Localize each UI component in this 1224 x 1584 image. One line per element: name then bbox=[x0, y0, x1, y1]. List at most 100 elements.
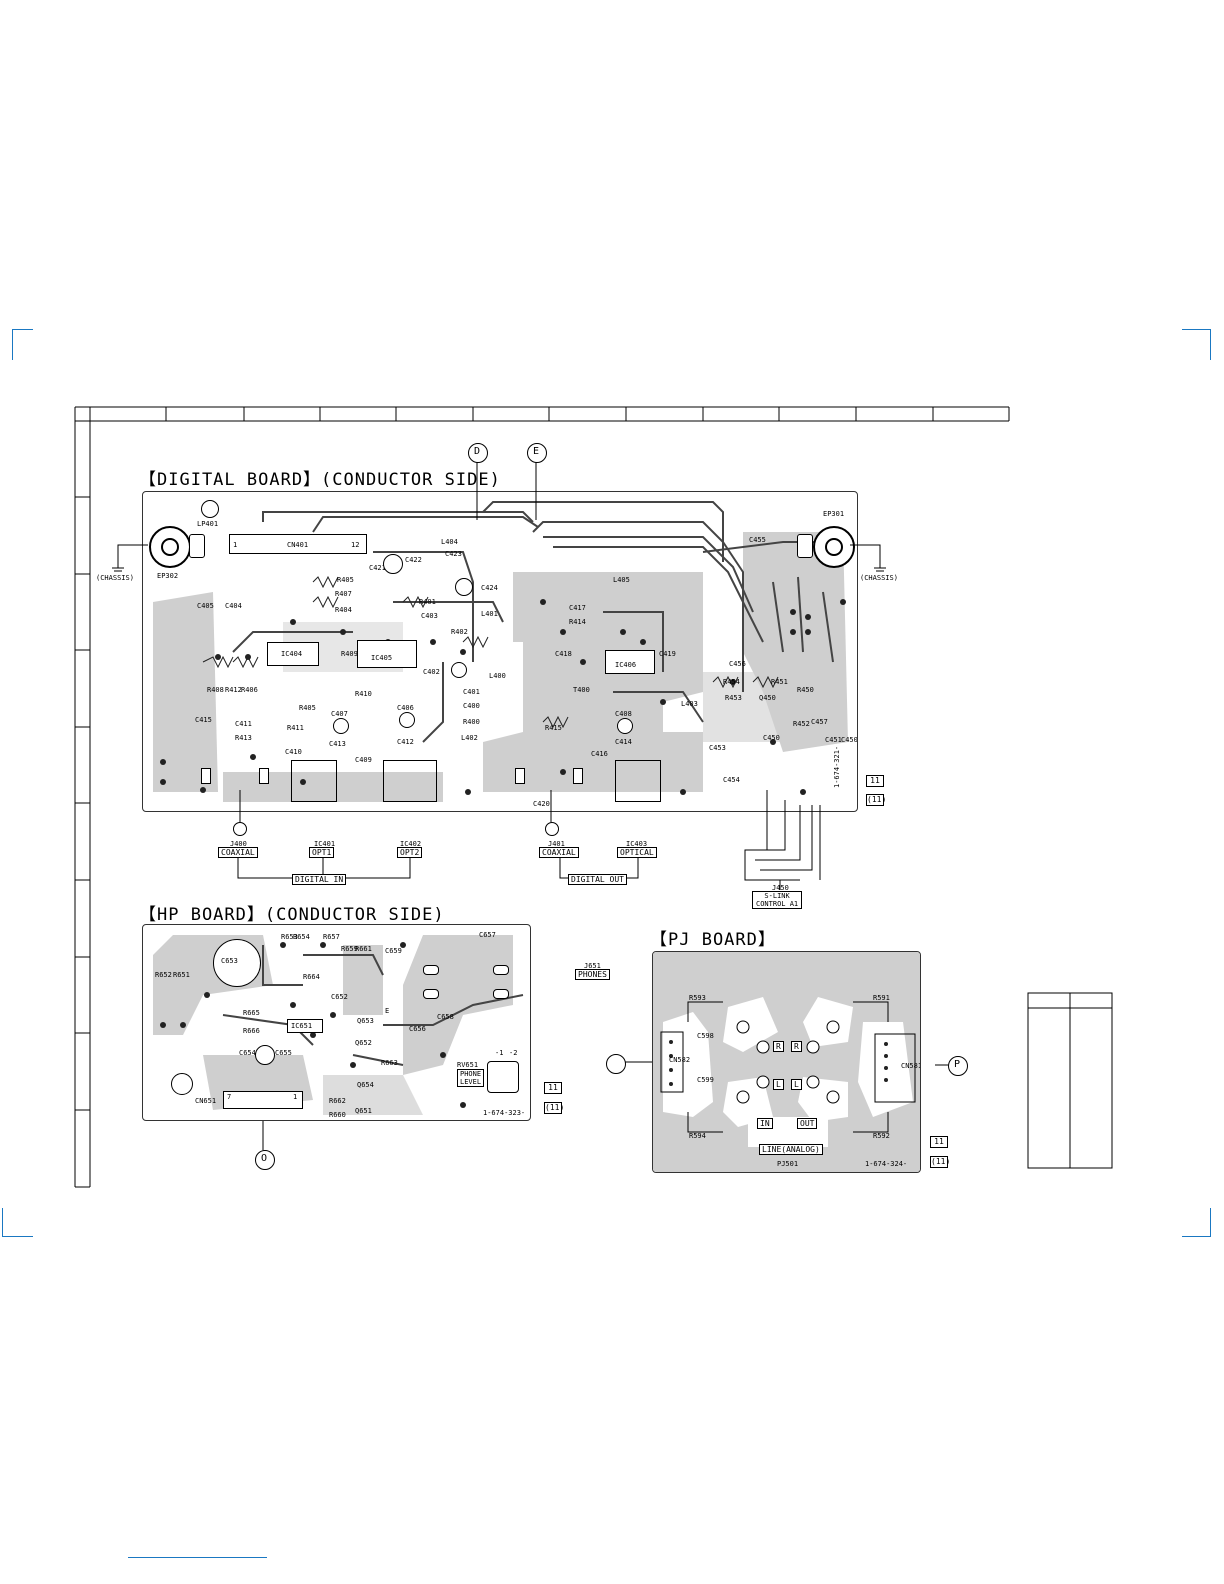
c652-label: C652 bbox=[331, 993, 348, 1001]
ep302-label: EP302 bbox=[157, 572, 179, 580]
ep302-hole bbox=[161, 538, 179, 556]
pj-board-traces bbox=[653, 952, 920, 1172]
rv-pin1-label: -1 bbox=[495, 1049, 504, 1057]
phones-jack-slot bbox=[423, 989, 439, 999]
r661-label: R661 bbox=[355, 945, 372, 953]
pj-ref-top: 11 bbox=[930, 1136, 948, 1148]
connector-p-label: P bbox=[954, 1059, 961, 1070]
component-label: C406 bbox=[397, 704, 414, 712]
j400-jack bbox=[233, 822, 247, 836]
r592-label: R592 bbox=[873, 1132, 890, 1140]
connector-o-circle bbox=[255, 1150, 275, 1170]
component-label: C420 bbox=[533, 800, 550, 808]
ic406-chip bbox=[605, 650, 655, 674]
component-label: C415 bbox=[195, 716, 212, 724]
c402-capacitor bbox=[451, 662, 467, 678]
optical-port-3 bbox=[615, 760, 661, 802]
ic405-chip bbox=[357, 640, 417, 668]
out-label: OUT bbox=[797, 1118, 818, 1129]
optical-label: OPTICAL bbox=[617, 847, 657, 858]
jack-pad bbox=[201, 768, 211, 784]
connector-d-label: D bbox=[474, 446, 481, 457]
rv-pin2-label: -2 bbox=[509, 1049, 518, 1057]
hp-board: C653 R652 R651 R665 R666 C654 C655 IC651… bbox=[142, 924, 531, 1121]
c598-label: C598 bbox=[697, 1032, 714, 1040]
ep302-tab bbox=[189, 534, 205, 558]
phone-level-line1: PHONE bbox=[460, 1070, 482, 1078]
coaxial-out-label: COAXIAL bbox=[539, 847, 579, 858]
phone-level-line2: LEVEL bbox=[460, 1078, 482, 1086]
component-label: C418 bbox=[555, 650, 572, 658]
component-label: R400 bbox=[463, 718, 480, 726]
mounting-hole bbox=[171, 1073, 193, 1095]
rv651-pot bbox=[487, 1061, 519, 1093]
component-label: R411 bbox=[287, 724, 304, 732]
pj-board-title: 【PJ BOARD】 bbox=[650, 930, 776, 950]
component-label: C422 bbox=[405, 556, 422, 564]
component-label: C413 bbox=[329, 740, 346, 748]
component-label: L403 bbox=[681, 700, 698, 708]
c659-label: C659 bbox=[385, 947, 402, 955]
cn651-pin1-label: 1 bbox=[293, 1093, 298, 1101]
component-label: C457 bbox=[811, 718, 828, 726]
cn581-label: CN581 bbox=[901, 1062, 921, 1070]
component-label: C403 bbox=[421, 612, 438, 620]
c655-label: C655 bbox=[275, 1049, 292, 1057]
component-label: C411 bbox=[235, 720, 252, 728]
slink-line2: CONTROL A1 bbox=[756, 900, 799, 908]
digital-in-label: DIGITAL IN bbox=[292, 874, 347, 885]
c599-label: C599 bbox=[697, 1076, 714, 1084]
r657-label: R657 bbox=[323, 933, 340, 941]
c653-capacitor bbox=[213, 939, 261, 987]
component-label: C424 bbox=[481, 584, 498, 592]
in-label: IN bbox=[757, 1118, 773, 1129]
r663-label: R663 bbox=[381, 1059, 398, 1067]
r652-label: R652 bbox=[155, 971, 172, 979]
c408-capacitor bbox=[617, 718, 633, 734]
connector-e-label: E bbox=[533, 446, 540, 457]
lp401-label: LP401 bbox=[197, 520, 219, 528]
hp-board-traces bbox=[153, 935, 524, 1115]
ic405-label: IC405 bbox=[371, 654, 393, 662]
component-label: T400 bbox=[573, 686, 590, 694]
component-label: C450 bbox=[841, 736, 858, 744]
cn401-label: CN401 bbox=[287, 541, 309, 549]
ic403-label: IC403 bbox=[626, 840, 648, 848]
c406-capacitor bbox=[399, 712, 415, 728]
component-label: R410 bbox=[355, 690, 372, 698]
component-label: R452 bbox=[793, 720, 810, 728]
c654-capacitor bbox=[255, 1045, 275, 1065]
pj-board: R593 R591 R594 R592 C598 C599 CN582 CN58… bbox=[652, 951, 921, 1173]
crop-mark-top-right bbox=[1182, 329, 1211, 360]
component-label: L404 bbox=[441, 538, 458, 546]
crop-mark-top-left bbox=[12, 329, 33, 360]
component-label: C414 bbox=[615, 738, 632, 746]
phones-jack-slot bbox=[493, 989, 509, 999]
component-label: C404 bbox=[225, 602, 242, 610]
component-label: R412 bbox=[225, 686, 242, 694]
ep301-label: EP301 bbox=[823, 510, 845, 518]
ep301-tab bbox=[797, 534, 813, 558]
hp-board-number: 1-674-323- bbox=[483, 1109, 526, 1117]
r665-label: R665 bbox=[243, 1009, 260, 1017]
lp401-lamp bbox=[201, 500, 219, 518]
r591-label: R591 bbox=[873, 994, 890, 1002]
c421-capacitor bbox=[383, 554, 403, 574]
component-label: R454 bbox=[723, 678, 740, 686]
component-label: L401 bbox=[481, 610, 498, 618]
component-label: Q450 bbox=[759, 694, 776, 702]
cn651-pin7-label: 7 bbox=[227, 1093, 232, 1101]
phones-label: PHONES bbox=[575, 969, 610, 980]
optical-port-2 bbox=[383, 760, 437, 802]
c657-label: C657 bbox=[479, 931, 496, 939]
digital-ref-top: 11 bbox=[866, 775, 884, 787]
c407-capacitor bbox=[333, 718, 349, 734]
r662-label: R662 bbox=[329, 1097, 346, 1105]
component-label: R404 bbox=[335, 606, 352, 614]
j401-jack bbox=[545, 822, 559, 836]
component-label: R407 bbox=[335, 590, 352, 598]
jack-pad bbox=[573, 768, 583, 784]
pj-left-connector bbox=[606, 1054, 626, 1074]
chassis-right-label: (CHASSIS) bbox=[860, 574, 898, 582]
phones-jack-slot bbox=[493, 965, 509, 975]
